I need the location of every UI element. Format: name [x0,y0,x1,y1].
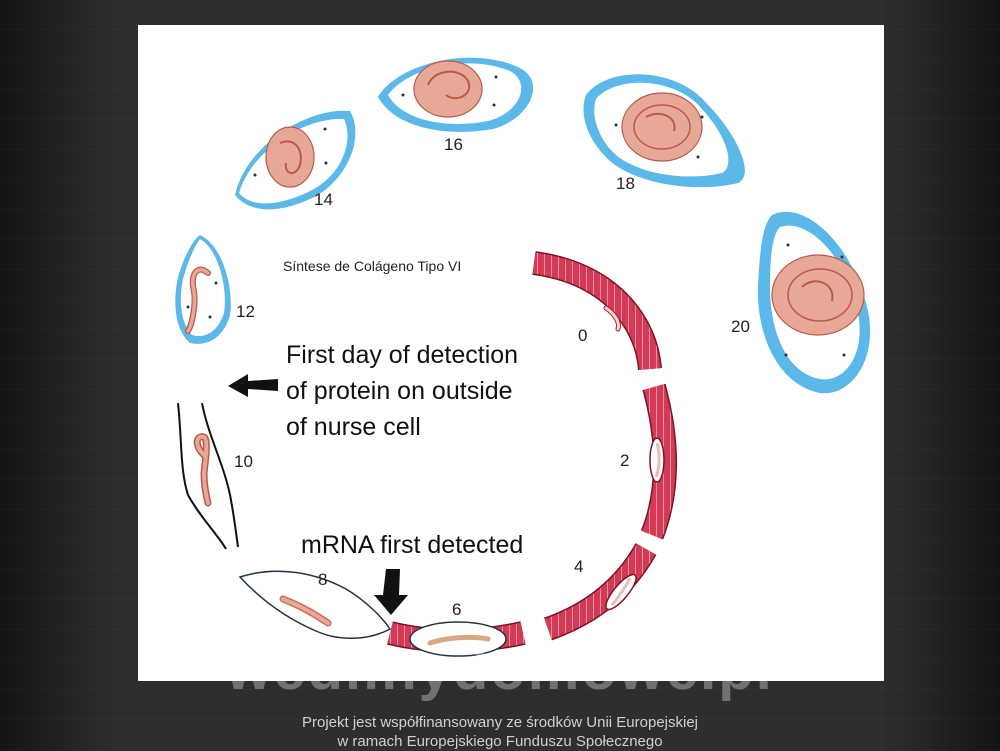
stage-label-16: 16 [444,135,463,154]
footer-line-2: w ramach Europejskiego Funduszu Społeczn… [337,733,663,750]
nurse-cell-stage-18 [583,74,745,188]
stage-label-8: 8 [318,570,327,589]
nurse-cell-stage-14 [235,110,356,210]
footer-line-1: Projekt jest współfinansowany ze środków… [301,714,698,731]
stage-label-18: 18 [616,174,635,193]
nurse-cell-stage-20 [757,211,871,394]
larva-stage-2 [649,437,665,483]
nurse-cell-stage-16 [378,57,534,132]
nurse-cell-stage-10 [177,402,239,550]
arrow-left-icon [228,374,278,397]
stage-label-6: 6 [452,600,461,619]
nurse-cell-stage-12 [175,235,231,344]
arrow-down-icon [374,569,408,615]
stage-label-4: 4 [574,557,583,576]
protein-annotation-line-1: First day of detection [286,341,518,369]
slide-canvas: Síntese de Colágeno Tipo VI 0 2 4 6 8 10… [138,25,884,681]
watermark: wedlinydomowe.pl [226,637,774,702]
stage-label-2: 2 [620,451,629,470]
muscle-fiber-arc [387,251,678,653]
stage-label-12: 12 [236,302,255,321]
stage-label-10: 10 [234,452,253,471]
stage-label-20: 20 [731,317,750,336]
protein-annotation-line-3: of nurse cell [286,413,421,441]
mrna-annotation: mRNA first detected [301,531,523,559]
nurse-cell-cycle-diagram: Síntese de Colágeno Tipo VI 0 2 4 6 8 10… [175,57,871,657]
nurse-cell-stage-8 [238,570,392,639]
stage-label-14: 14 [314,190,333,209]
footer: Projekt jest współfinansowany ze środków… [0,713,1000,751]
diagram-title: Síntese de Colágeno Tipo VI [283,258,461,274]
protein-annotation-line-2: of protein on outside [286,377,513,405]
stage-label-0: 0 [578,326,587,345]
